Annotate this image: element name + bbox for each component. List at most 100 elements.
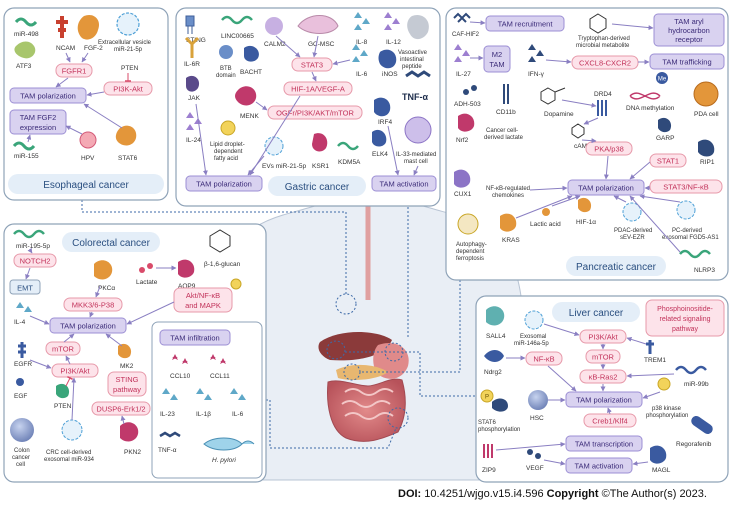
highlight-liver <box>326 340 346 360</box>
label-vegf: VEGF <box>526 465 544 472</box>
label-auto1: Autophagy- <box>456 242 487 248</box>
arrow-hif-tam <box>249 95 301 176</box>
intestine-loops <box>341 388 394 420</box>
il4-icon <box>16 302 32 312</box>
label-nfkb2: chemokines <box>492 193 524 199</box>
tam-infiltration-box <box>159 329 231 346</box>
arrow-ifn-cxcl8 <box>545 59 572 65</box>
arrow-pc-tam <box>639 194 681 203</box>
connector-esophageal <box>81 200 347 294</box>
methyl-icon <box>656 72 668 84</box>
label-tnfa: TNF-α <box>402 92 428 102</box>
kdm5a-icon <box>337 141 359 151</box>
calm2-icon <box>265 17 283 35</box>
label-trp1: Tryptophan-derived <box>578 36 630 42</box>
label-rip1: RIP1 <box>700 159 715 166</box>
label-kras: KRAS <box>502 237 520 244</box>
label-tam-recruitment: TAM recruitment <box>498 20 554 29</box>
pdac-icon <box>622 202 642 222</box>
liver-title: Liver cancer <box>569 308 624 319</box>
label-nlrp3: NLRP3 <box>694 267 715 274</box>
pancreatic-tam-polarization-box <box>567 179 645 196</box>
stat3-box <box>291 57 333 72</box>
label-pdac1: PDAC-derived <box>614 228 652 234</box>
dusp-box <box>91 401 151 416</box>
label-hpylori: H. pylori <box>212 457 236 464</box>
label-tam-fgf2-2: expression <box>20 123 56 132</box>
highlight-colon <box>387 407 409 429</box>
label-lipid3: fatty acid <box>214 156 238 162</box>
il27-icon <box>454 44 470 62</box>
arrow-crc-pi3k <box>71 377 77 421</box>
label-mk2: MK2 <box>120 363 134 370</box>
arrow-vegf-tam-act <box>543 459 566 466</box>
tam-recruitment-box <box>485 15 565 32</box>
label-dnam: DNA methylation <box>626 105 675 112</box>
gastric-tam-activation-box <box>371 175 437 192</box>
magl-icon <box>650 445 667 464</box>
notch2-box <box>13 253 57 268</box>
label-colorectal-il6: IL-6 <box>232 411 244 418</box>
colorectal-title-box <box>62 232 160 252</box>
arrow-stat3-hif <box>311 71 317 82</box>
label-p38-1: p38 kinase <box>652 406 682 412</box>
liver-nfkb-box <box>525 351 563 366</box>
mk2-icon <box>118 343 132 359</box>
label-stat6-2: phosphorylation <box>478 427 520 433</box>
connector-pancreatic <box>360 280 461 373</box>
pda-cell-icon <box>693 81 719 107</box>
label-il8: IL-8 <box>356 39 368 46</box>
label-garp: GARP <box>656 135 674 142</box>
label-stat1: STAT1 <box>657 157 679 166</box>
label-colorectal-tam-polarization: TAM polarization <box>60 322 116 331</box>
pc-exo-icon <box>676 200 696 220</box>
arrow-il4-tam <box>29 315 50 325</box>
label-gcmsc: GC-MSC <box>308 41 335 48</box>
pi3k-akt-box <box>103 81 153 96</box>
label-bach1: BACHT <box>240 69 262 76</box>
colon-organ <box>327 378 406 442</box>
label-nrf2: Nrf2 <box>456 137 469 144</box>
label-lactic: Lactic acid <box>530 221 561 228</box>
label-il23: IL-23 <box>160 411 175 418</box>
label-trem1: TREM1 <box>644 357 666 364</box>
label-m2: M2 <box>492 50 502 59</box>
arrow-mast-tam-activation <box>413 165 419 176</box>
pancreatic-title: Pancreatic cancer <box>576 262 657 273</box>
exo-mir146-icon <box>524 310 544 330</box>
label-vip1: Vasoactive <box>398 50 428 56</box>
label-lact2: derived lactate <box>484 135 524 141</box>
label-gastric-tam-polarization: TAM polarization <box>196 180 252 189</box>
egf-icon <box>16 378 24 386</box>
label-sting1: STING <box>116 375 139 384</box>
liver-pi3k-box <box>579 329 627 344</box>
arrow-trp-ahr <box>611 23 654 31</box>
il6r-icon <box>184 36 200 58</box>
p38-phospho-marker <box>657 377 671 391</box>
btb-icon <box>219 45 233 59</box>
label-colon2: cancer <box>12 455 30 461</box>
m2-tam-box <box>483 45 511 73</box>
arrow-calm2-stat3 <box>275 35 301 58</box>
bach1-icon <box>244 45 259 62</box>
label-ifn: IFN-γ <box>528 71 545 78</box>
highlight-pancreas <box>343 363 361 381</box>
label-il4: IL-4 <box>14 319 26 326</box>
pka-box <box>585 141 633 156</box>
label-stat3: STAT3 <box>301 61 323 70</box>
label-hsc: HSC <box>530 415 544 422</box>
label-fgf2: FGF-2 <box>84 45 103 52</box>
dopamine-icon <box>540 87 566 105</box>
adh-icon-2 <box>471 85 477 91</box>
arrow-aktnf-tam <box>126 301 175 325</box>
liver-phospho-marker <box>480 389 494 403</box>
hif-box <box>283 81 353 96</box>
panel-liver: Liver cancer Phosphoinositide- related s… <box>475 295 729 483</box>
egfr-icon <box>18 342 26 358</box>
label-sting2: pathway <box>113 385 141 394</box>
adh-icon <box>463 89 469 95</box>
mtor-box <box>45 341 81 356</box>
cd11b-icon <box>503 84 509 104</box>
label-cd11b: CD11b <box>496 109 516 116</box>
glucan-icon <box>209 229 231 253</box>
